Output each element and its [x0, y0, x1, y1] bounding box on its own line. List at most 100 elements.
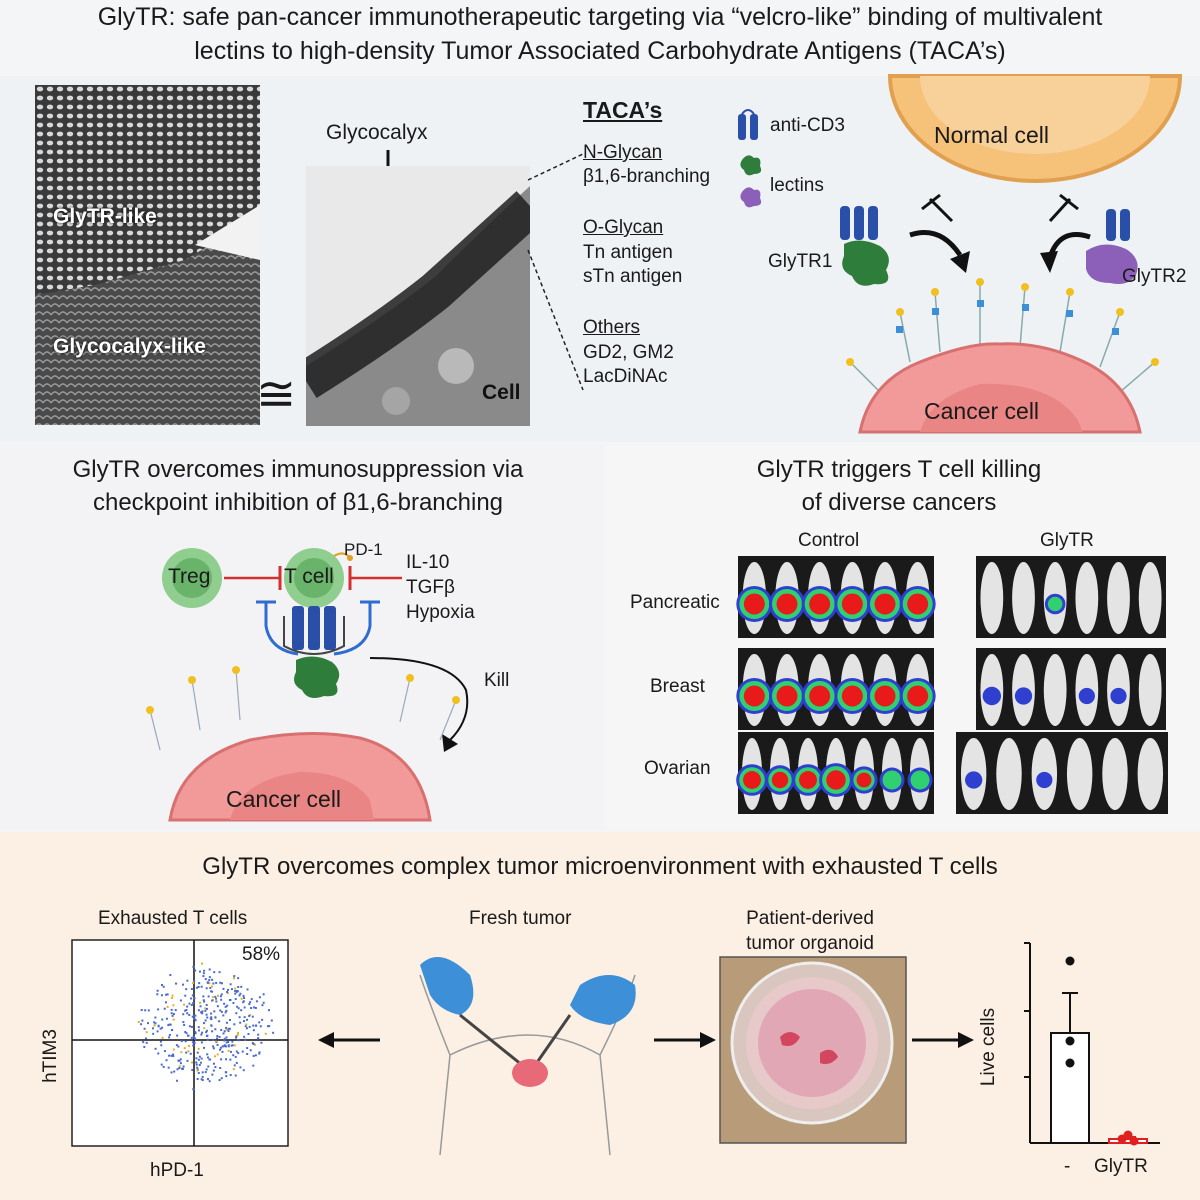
- flow-event: [225, 1009, 228, 1012]
- glytr2-label: GlyTR2: [1122, 266, 1187, 287]
- flow-event: [204, 1071, 207, 1074]
- flow-event: [165, 1059, 168, 1062]
- flow-event: [201, 1071, 204, 1074]
- flow-event: [203, 1027, 206, 1030]
- flow-event: [258, 1021, 261, 1024]
- flow-event: [160, 1063, 163, 1066]
- flow-event: [237, 1007, 240, 1010]
- flow-event: [183, 1023, 186, 1026]
- bar-0: [1050, 1032, 1090, 1144]
- flow-event: [224, 1011, 227, 1014]
- flow-event: [254, 1043, 257, 1046]
- flow-event: [259, 1025, 262, 1028]
- flow-event: [194, 1031, 197, 1034]
- flow-event: [157, 1025, 160, 1028]
- flow-event: [176, 1034, 179, 1037]
- flow-event: [193, 1037, 196, 1040]
- flow-event: [257, 1033, 260, 1036]
- flow-event: [223, 1002, 226, 1005]
- flow-event: [190, 997, 193, 1000]
- flow-event: [206, 981, 209, 984]
- signal-blob: [907, 685, 929, 707]
- flow-event: [184, 1040, 187, 1043]
- left-cancer-cell-label: Cancer cell: [226, 786, 342, 812]
- flow-event: [233, 1064, 236, 1067]
- flow-event: [216, 1005, 219, 1008]
- flow-event: [225, 1075, 228, 1078]
- flow-event: [242, 1069, 245, 1072]
- signal-blob: [743, 593, 765, 615]
- taca-group-nglycan: N-Glycan: [583, 142, 663, 163]
- flow-event: [188, 1002, 191, 1005]
- signal-blob: [882, 770, 902, 790]
- anti-cd3-icon: [738, 109, 758, 140]
- flow-event: [179, 999, 182, 1002]
- flow-event: [179, 1062, 182, 1065]
- flow-event: [251, 1042, 254, 1045]
- mouse-body: [1107, 562, 1130, 634]
- flow-event: [197, 1047, 200, 1050]
- flow-event: [208, 976, 211, 979]
- zoom-lines: [527, 153, 584, 391]
- surgery-illustration: [419, 957, 636, 1156]
- flow-event: [156, 993, 159, 996]
- flow-event: [225, 1021, 228, 1024]
- flow-event: [195, 1063, 198, 1066]
- normal-cell: [887, 74, 1183, 183]
- flow-event: [192, 1044, 195, 1047]
- flow-event: [246, 988, 249, 991]
- flow-event: [177, 1059, 180, 1062]
- glycocalyx-photo: Cell: [306, 166, 530, 426]
- mouse-body: [1138, 562, 1162, 634]
- flow-event: [142, 1041, 145, 1044]
- flow-event: [223, 1030, 226, 1033]
- flow-event: [183, 1047, 186, 1050]
- flow-event: [221, 1045, 224, 1048]
- flow-event: [186, 1059, 189, 1062]
- flow-event: [243, 1006, 246, 1009]
- flow-event: [211, 999, 214, 1002]
- signal-blob: [841, 593, 863, 615]
- flow-event: [178, 1067, 181, 1070]
- flow-event: [227, 1045, 230, 1048]
- flow-event: [147, 1022, 150, 1025]
- flow-event: [162, 1065, 165, 1068]
- flow-event: [238, 1016, 241, 1019]
- flow-event: [240, 1009, 243, 1012]
- row-label: Breast: [650, 676, 705, 697]
- flow-event: [194, 1019, 197, 1022]
- flow-event: [202, 972, 205, 975]
- flow-event: [172, 1055, 175, 1058]
- flow-event: [195, 1057, 198, 1060]
- flow-event: [205, 1029, 208, 1032]
- flow-event: [212, 1047, 215, 1050]
- flow-event: [181, 1067, 184, 1070]
- signal-blob: [776, 685, 798, 707]
- flow-event: [248, 1014, 251, 1017]
- flow-event: [208, 1080, 211, 1083]
- flow-event: [159, 1027, 162, 1030]
- tcell-label: T cell: [284, 565, 334, 588]
- flow-event: [237, 977, 240, 980]
- flow-event: [258, 1051, 261, 1054]
- flow-event: [157, 1052, 160, 1055]
- flow-event: [143, 1027, 146, 1030]
- flow-event: [242, 994, 245, 997]
- flow-event: [214, 1028, 217, 1031]
- arrow-left: [318, 1032, 380, 1048]
- arrow-right-1: [654, 1032, 716, 1048]
- mouse-body: [1102, 738, 1128, 810]
- flow-event: [195, 986, 198, 989]
- flow-event: [261, 1004, 264, 1007]
- flow-event: [205, 1003, 208, 1006]
- flow-event: [231, 1040, 234, 1043]
- glycocalyx-label: Glycocalyx: [326, 121, 428, 144]
- flow-event: [202, 995, 205, 998]
- flow-event: [163, 1007, 166, 1010]
- flow-event: [180, 1051, 183, 1054]
- flow-event: [203, 969, 206, 972]
- flow-percent: 58%: [242, 944, 281, 965]
- signal-blob: [841, 685, 863, 707]
- taca-item: LacDiNAc: [583, 366, 668, 387]
- flow-event: [248, 1003, 251, 1006]
